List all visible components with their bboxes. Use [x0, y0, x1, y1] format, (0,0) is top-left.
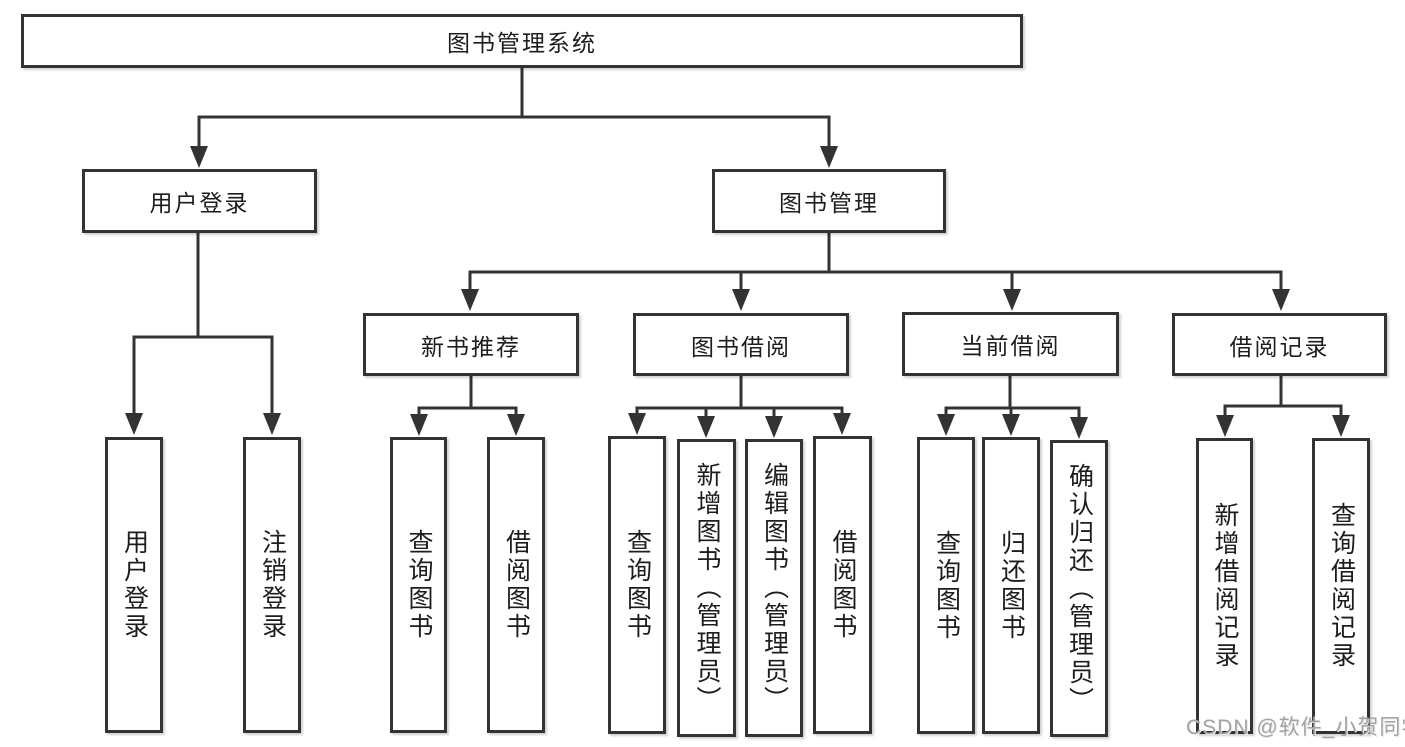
- node-book-mgmt: 图书管理: [712, 169, 946, 233]
- node-current-borrow-label: 当前借阅: [960, 333, 1061, 359]
- leaf-borrow-query: 查询图书: [608, 436, 666, 734]
- watermark-text: CSDN @软件_小贺同学: [1186, 716, 1405, 739]
- leaf-current-return-label: 归还图书: [997, 529, 1026, 642]
- leaf-current-return: 归还图书: [982, 437, 1040, 734]
- node-root: 图书管理系统: [21, 14, 1023, 68]
- leaf-records-add-label: 新增借阅记录: [1211, 502, 1239, 670]
- leaf-records-query-label: 查询借阅记录: [1327, 502, 1356, 670]
- leaf-newbooks-query-label: 查询图书: [405, 529, 433, 641]
- leaf-current-confirm-label: 确认归还（管理员）: [1065, 462, 1094, 715]
- leaf-borrow-edit: 编辑图书（管理员）: [745, 439, 803, 737]
- leaf-user-login: 用户登录: [105, 437, 163, 733]
- leaf-newbooks-borrow: 借阅图书: [487, 437, 545, 733]
- node-new-books-label: 新书推荐: [421, 333, 521, 360]
- leaf-borrow-query-label: 查询图书: [623, 529, 652, 641]
- leaf-borrow-add-label: 新增图书（管理员）: [693, 462, 721, 714]
- node-book-borrow: 图书借阅: [633, 313, 849, 376]
- leaf-current-query-label: 查询图书: [932, 529, 961, 642]
- leaf-borrow-add: 新增图书（管理员）: [677, 439, 736, 737]
- node-root-label: 图书管理系统: [447, 30, 597, 56]
- node-current-borrow: 当前借阅: [902, 312, 1119, 376]
- node-book-borrow-label: 图书借阅: [691, 333, 791, 360]
- leaf-current-confirm: 确认归还（管理员）: [1050, 440, 1108, 737]
- node-borrow-records: 借阅记录: [1172, 313, 1387, 376]
- node-borrow-records-label: 借阅记录: [1229, 333, 1330, 360]
- leaf-records-query: 查询借阅记录: [1312, 438, 1370, 734]
- leaf-newbooks-borrow-label: 借阅图书: [502, 529, 531, 641]
- leaf-logout: 注销登录: [243, 437, 301, 733]
- leaf-borrow-borrow: 借阅图书: [813, 436, 872, 734]
- leaf-records-add: 新增借阅记录: [1196, 438, 1253, 734]
- arrowheads: [125, 146, 1350, 439]
- leaf-borrow-edit-label: 编辑图书（管理员）: [760, 462, 789, 714]
- node-new-books: 新书推荐: [363, 313, 579, 376]
- leaf-borrow-borrow-label: 借阅图书: [829, 529, 857, 641]
- leaf-logout-label: 注销登录: [258, 529, 287, 641]
- node-book-mgmt-label: 图书管理: [779, 190, 879, 216]
- leaf-user-login-label: 用户登录: [120, 529, 149, 641]
- leaf-current-query: 查询图书: [917, 437, 975, 734]
- leaf-newbooks-query: 查询图书: [390, 437, 447, 733]
- node-user-login-label: 用户登录: [149, 190, 250, 216]
- node-user-login: 用户登录: [82, 169, 317, 233]
